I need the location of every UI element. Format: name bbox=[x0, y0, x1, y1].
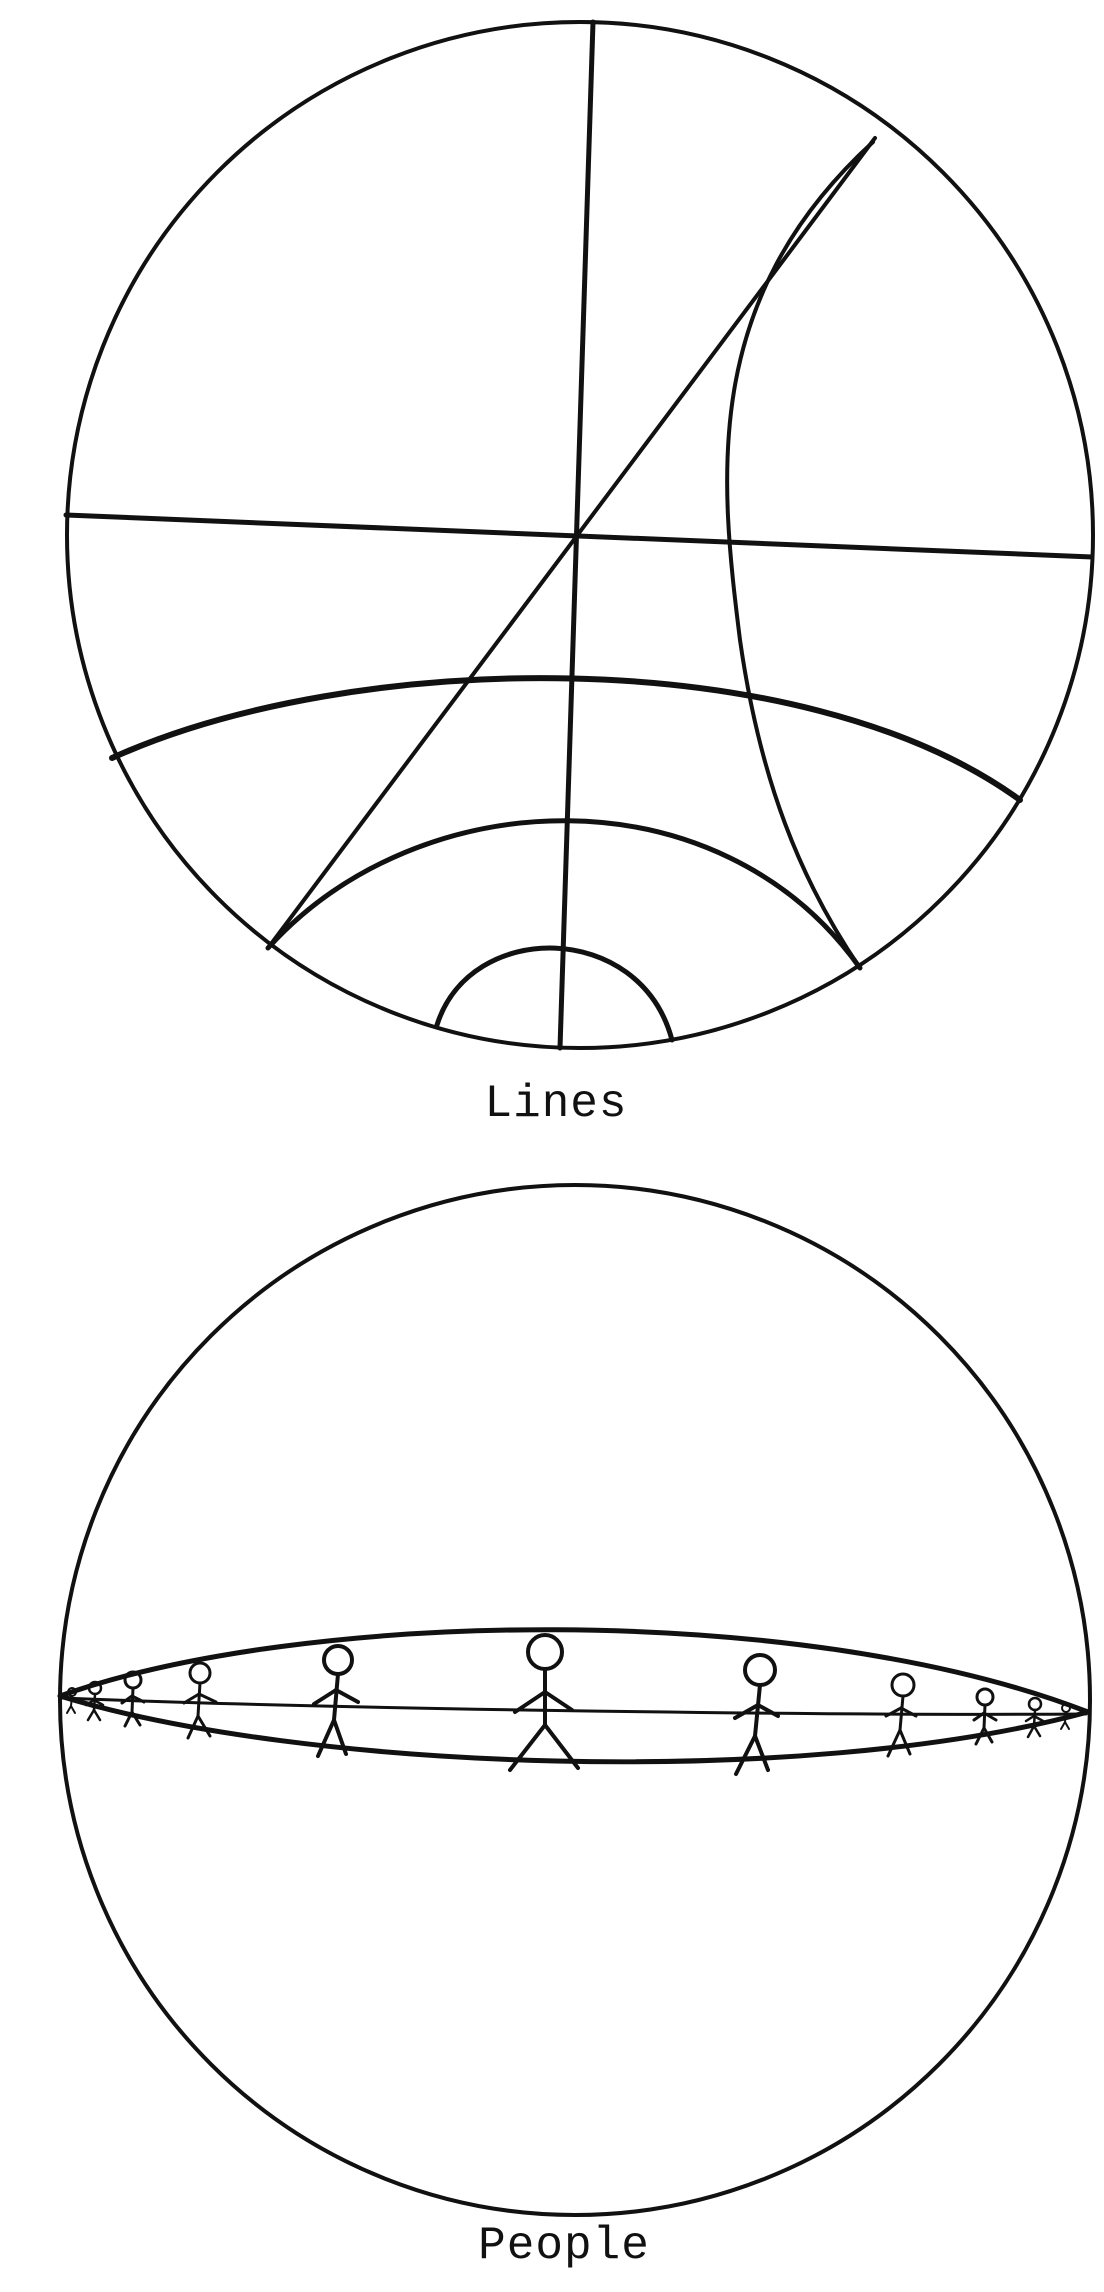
medium-lower-arc bbox=[265, 818, 863, 971]
stick-figure bbox=[733, 1653, 780, 1776]
stick-figure bbox=[972, 1687, 998, 1746]
right-curved-geodesic bbox=[725, 140, 875, 970]
people-disk-boundary bbox=[58, 1183, 1092, 2217]
lines-disk-boundary bbox=[65, 20, 1095, 1050]
caption-lines: Lines bbox=[484, 1078, 628, 1130]
walking-line bbox=[60, 1696, 1088, 1716]
stick-figure bbox=[66, 1687, 77, 1714]
stick-figure bbox=[884, 1672, 918, 1758]
stick-figure bbox=[120, 1670, 146, 1728]
stick-figure bbox=[312, 1644, 360, 1758]
stick-figure bbox=[182, 1661, 218, 1740]
stick-figure bbox=[84, 1680, 105, 1722]
stick-figure bbox=[1024, 1696, 1045, 1739]
lines-diagram bbox=[63, 19, 1095, 1051]
lens-upper-curve bbox=[57, 1627, 1091, 1715]
stick-figure bbox=[1060, 1703, 1071, 1730]
stick-figure bbox=[508, 1633, 580, 1772]
small-bottom-arc bbox=[434, 945, 675, 1043]
lens-lower-curve bbox=[57, 1693, 1091, 1765]
caption-people: People bbox=[478, 2220, 650, 2272]
large-lower-arc bbox=[109, 675, 1023, 803]
